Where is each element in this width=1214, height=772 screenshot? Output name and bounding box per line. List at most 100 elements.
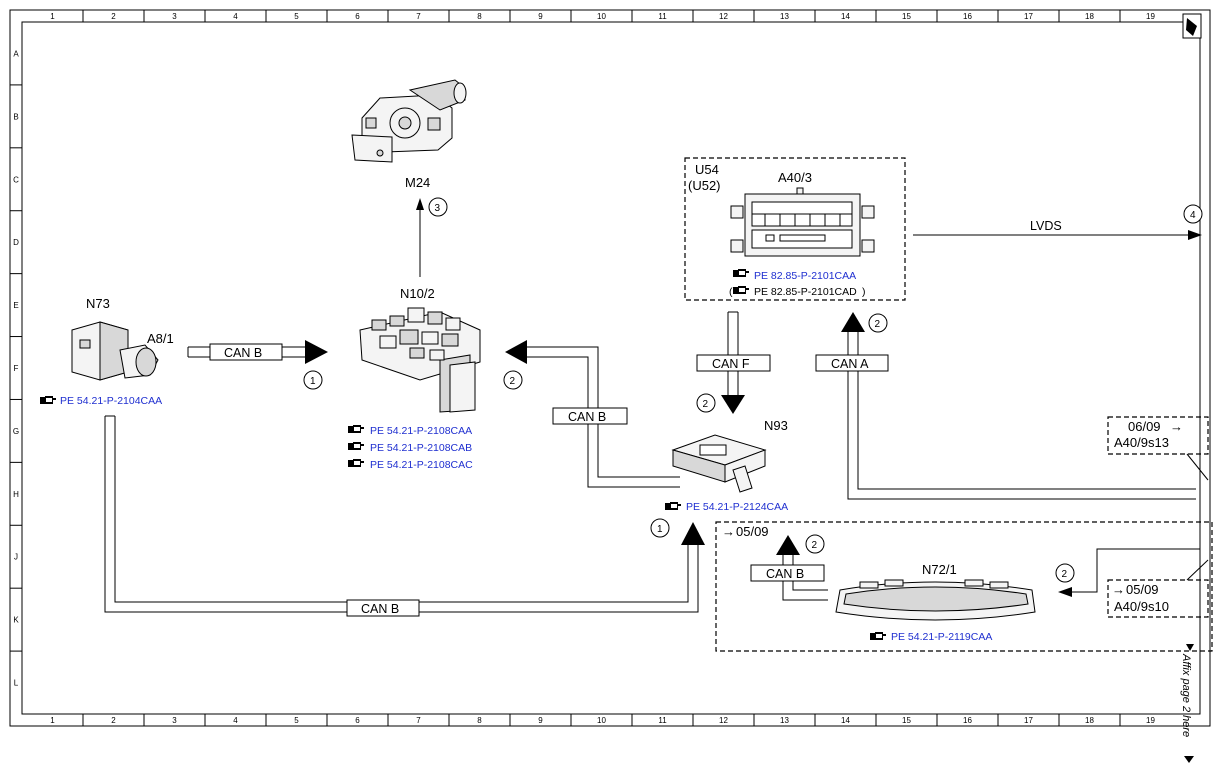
column-label: 3 [172, 12, 177, 21]
connection-marker-1b [650, 518, 670, 538]
row-label: F [14, 364, 19, 373]
m24-motor-illustration [351, 79, 467, 163]
ref-a40-3-caa: PE 82.85-P-2101CAA [754, 270, 856, 282]
can-b-label-2: CAN B [568, 410, 606, 424]
column-label: 8 [477, 716, 482, 725]
column-label: 2 [111, 12, 116, 21]
row-label: B [13, 112, 18, 121]
n10-2-references: PE 54.21-P-2108CAA PE 54.21-P-2108CAB PE… [348, 425, 473, 471]
can-b-bus-n93-n10: CAN B [505, 340, 680, 488]
can-f-label: CAN F [712, 357, 750, 371]
u52-label: (U52) [688, 178, 721, 193]
column-label: 3 [172, 716, 177, 725]
column-label: 7 [416, 12, 421, 21]
connection-marker-1a [303, 370, 323, 390]
column-label: 10 [597, 716, 606, 725]
connection-marker-2c [868, 313, 888, 333]
column-label: 17 [1024, 12, 1033, 21]
connection-marker-2e-label: 2 [1062, 569, 1068, 580]
can-b-label-4: CAN B [766, 567, 804, 581]
affix-bottom-marker-icon [1184, 756, 1194, 763]
u54-dashed-boundary [684, 157, 906, 301]
connection-marker-2d-label: 2 [812, 540, 818, 551]
n73-reference: PE 54.21-P-2104CAA [40, 395, 162, 407]
ref-n73: PE 54.21-P-2104CAA [60, 395, 162, 407]
column-label: 16 [963, 12, 972, 21]
column-label: 1 [50, 716, 55, 725]
column-label: 11 [658, 716, 667, 725]
column-label: 18 [1085, 716, 1094, 725]
column-label: 9 [538, 12, 543, 21]
column-ticks [82, 10, 1121, 726]
paren-close: ) [862, 286, 866, 298]
a40-9s10-label: A40/9s10 [1114, 599, 1169, 614]
ref-n10-2-cac: PE 54.21-P-2108CAC [370, 459, 473, 471]
row-label: L [14, 679, 19, 688]
a40-9s13-lead [1186, 453, 1209, 481]
connection-marker-2b [696, 393, 716, 413]
column-label: 15 [902, 716, 911, 725]
ref-n72-1: PE 54.21-P-2119CAA [891, 631, 992, 643]
a40-9s13-date: 06/09 [1128, 419, 1161, 434]
connection-marker-4-label: 4 [1190, 210, 1196, 221]
connection-marker-2e [1055, 563, 1075, 583]
n73-ignition-switch-illustration [71, 321, 159, 381]
n10-2-label: N10/2 [400, 286, 435, 301]
row-label: C [13, 175, 19, 184]
a40-9s13-dashed-box [1107, 416, 1209, 455]
connection-marker-3 [428, 197, 448, 217]
can-f-bus: CAN F [696, 311, 771, 414]
row-label: J [14, 553, 18, 562]
column-label: 14 [841, 716, 850, 725]
column-label: 5 [294, 12, 299, 21]
m24-label: M24 [405, 175, 430, 190]
connection-marker-4 [1183, 204, 1203, 224]
column-label: 11 [658, 12, 667, 21]
connection-marker-3-label: 3 [435, 203, 441, 214]
ref-n10-2-caa: PE 54.21-P-2108CAA [370, 425, 472, 437]
column-label: 6 [355, 716, 360, 725]
connection-marker-2a [503, 370, 523, 390]
n72-1-date: 05/09 [736, 524, 769, 539]
row-label: E [13, 301, 18, 310]
a40-9s10-dashed-box [1107, 579, 1209, 618]
connection-marker-2c-label: 2 [875, 319, 881, 330]
n72-1-input-line [1058, 548, 1200, 597]
n10-2-module-illustration [359, 307, 481, 413]
column-label: 12 [719, 716, 728, 725]
column-label: 2 [111, 716, 116, 725]
n72-1-reference: PE 54.21-P-2119CAA [870, 631, 992, 643]
column-label: 19 [1146, 716, 1155, 725]
a40-9s10-date: 05/09 [1126, 582, 1159, 597]
column-label: 15 [902, 12, 911, 21]
n72-1-dashed-boundary [715, 521, 1213, 652]
n72-1-label: N72/1 [922, 562, 957, 577]
can-a-label: CAN A [831, 357, 869, 371]
arrow-right-icon: → [1170, 419, 1183, 434]
lvds-line: LVDS [913, 219, 1202, 240]
can-b-bus-n73-n93: CAN B [104, 415, 705, 617]
row-label: A [13, 49, 19, 58]
column-label: 12 [719, 12, 728, 21]
page-corner-icon [1182, 13, 1202, 39]
row-label: H [13, 490, 19, 499]
column-label: 1 [50, 12, 55, 21]
row-label: G [13, 427, 19, 436]
n93-label: N93 [764, 418, 788, 433]
connection-marker-2b-label: 2 [703, 399, 709, 410]
connection-marker-1a-label: 1 [310, 376, 316, 387]
column-label: 5 [294, 716, 299, 725]
column-label: 4 [233, 12, 238, 21]
lvds-label: LVDS [1030, 219, 1062, 233]
affix-page-note: Affix page 2 here [1180, 653, 1192, 737]
column-label: 18 [1085, 12, 1094, 21]
can-b-label-3: CAN B [361, 602, 399, 616]
a40-9s10-lead [1186, 559, 1209, 581]
u54-label: U54 [695, 162, 719, 177]
n73-label: N73 [86, 296, 110, 311]
can-a-bus: CAN A [815, 312, 1196, 500]
